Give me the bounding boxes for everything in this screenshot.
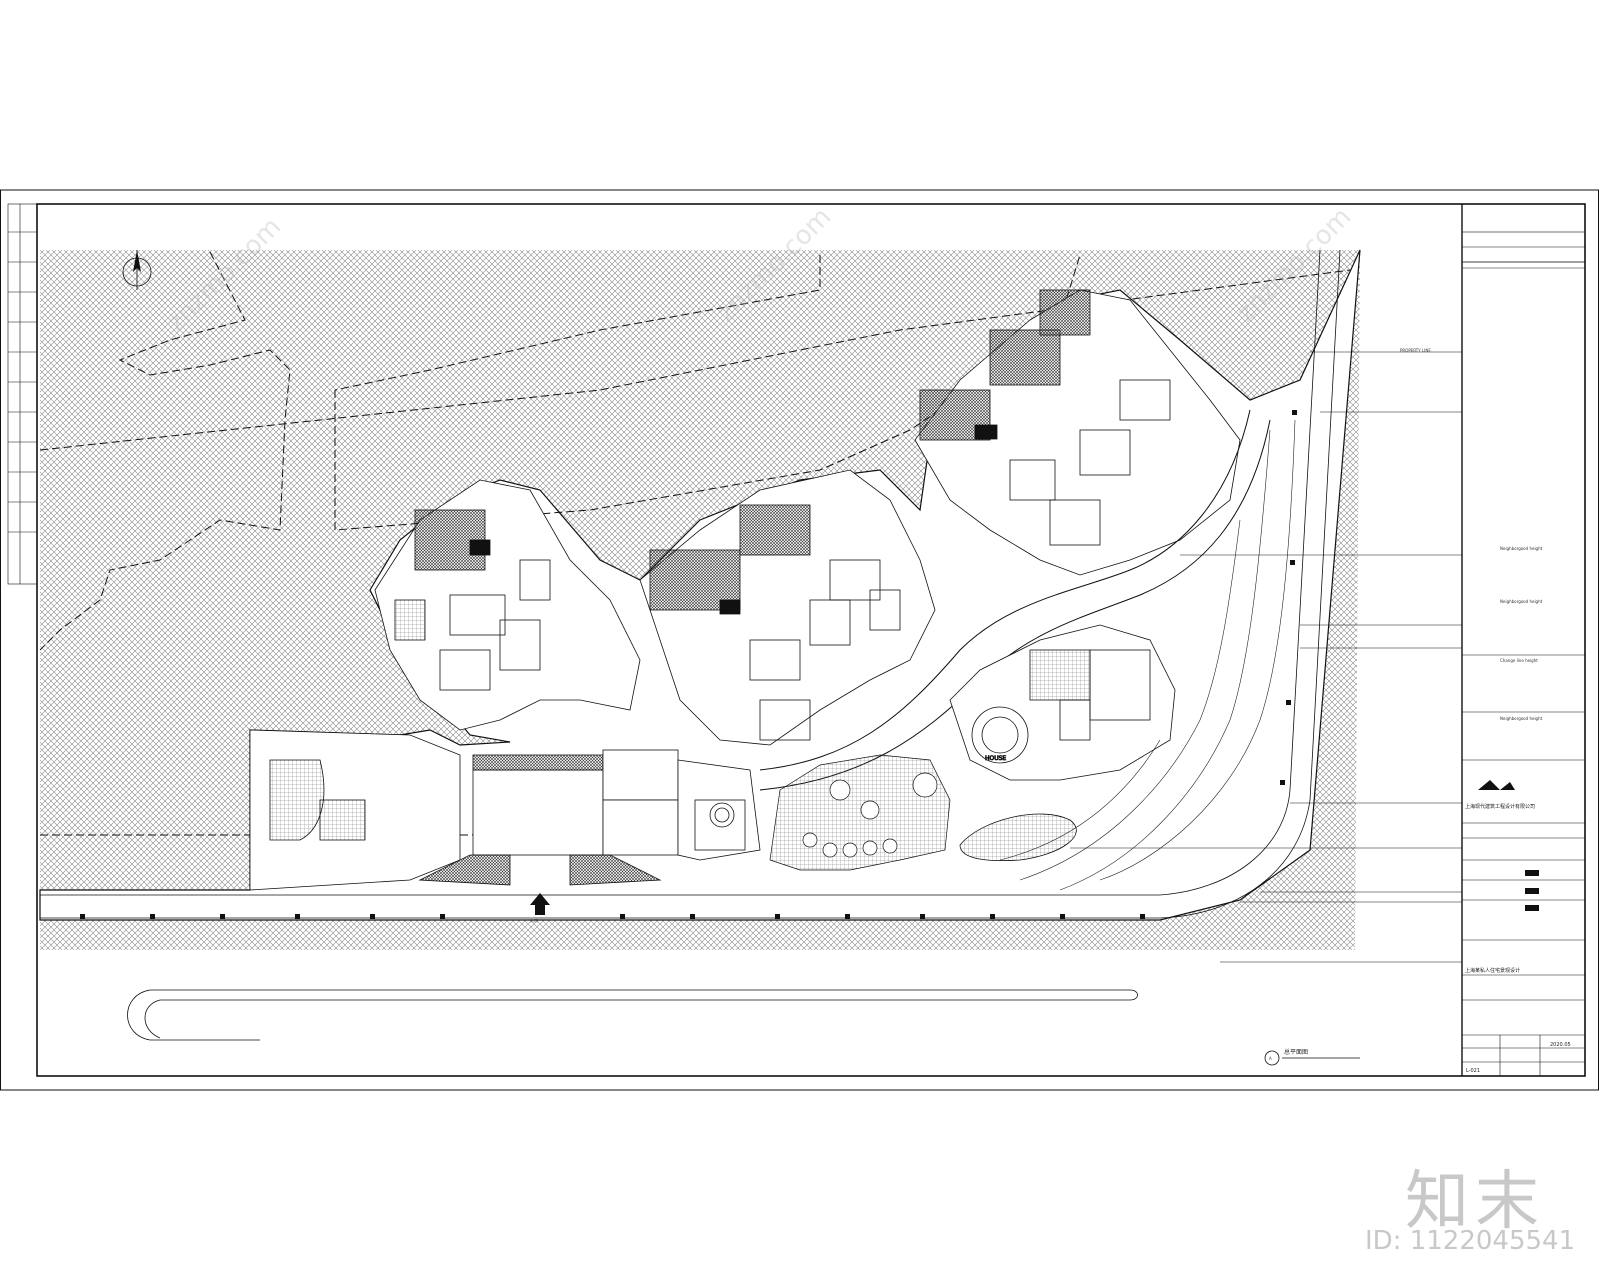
plan-title: 总平面图 [1284,1048,1308,1056]
drawing-number: L-021 [1466,1068,1480,1074]
legend-label-4: Change line height [1500,658,1538,663]
drawing-date: 2020.05 [1550,1042,1571,1048]
north-arrow-icon [122,250,152,290]
legend-leaders [1070,351,1462,963]
pond [959,813,1077,862]
central-garden [769,754,951,871]
legend-label-3: Neighborgood height [1500,599,1543,604]
entrance-label: 入口 [530,918,538,923]
entrance-arrow-icon: 入口 [530,893,550,923]
frontage-road [40,249,1341,919]
lower-drive-loop [127,989,1138,1041]
villa-block-3 [914,289,1241,576]
project-name: 上海某私人住宅景观设计 [1465,967,1520,974]
sheet-outer-frame [0,189,1599,1091]
title-block [1461,204,1586,1076]
legend-label-5: Neighborgood height [1500,716,1543,721]
frontage-posts [80,410,1297,919]
watermark-logo: 知末 [1405,1165,1545,1239]
company-logo [1478,780,1515,790]
legend-label-1: PROPERTY LINE [1400,348,1431,353]
section-marker-icon: A 总平面图 [1264,1048,1360,1066]
watermark-id: ID: 1122045541 [1365,1226,1576,1256]
revision-strip [7,203,38,585]
entrance-complex [249,729,761,891]
approval-stamps [1525,870,1539,911]
villa-block-1 [374,479,641,731]
sheet-inner-frame [36,203,1586,1077]
legend-label-2: Neighborgood height [1500,546,1543,551]
clubhouse-label: HOUSE [985,755,1006,762]
company-name: 上海现代建筑工程设计有限公司 [1465,803,1535,810]
svg-text:A: A [1269,1056,1272,1061]
villa-block-2 [639,469,936,746]
clubhouse: HOUSE [949,624,1176,781]
